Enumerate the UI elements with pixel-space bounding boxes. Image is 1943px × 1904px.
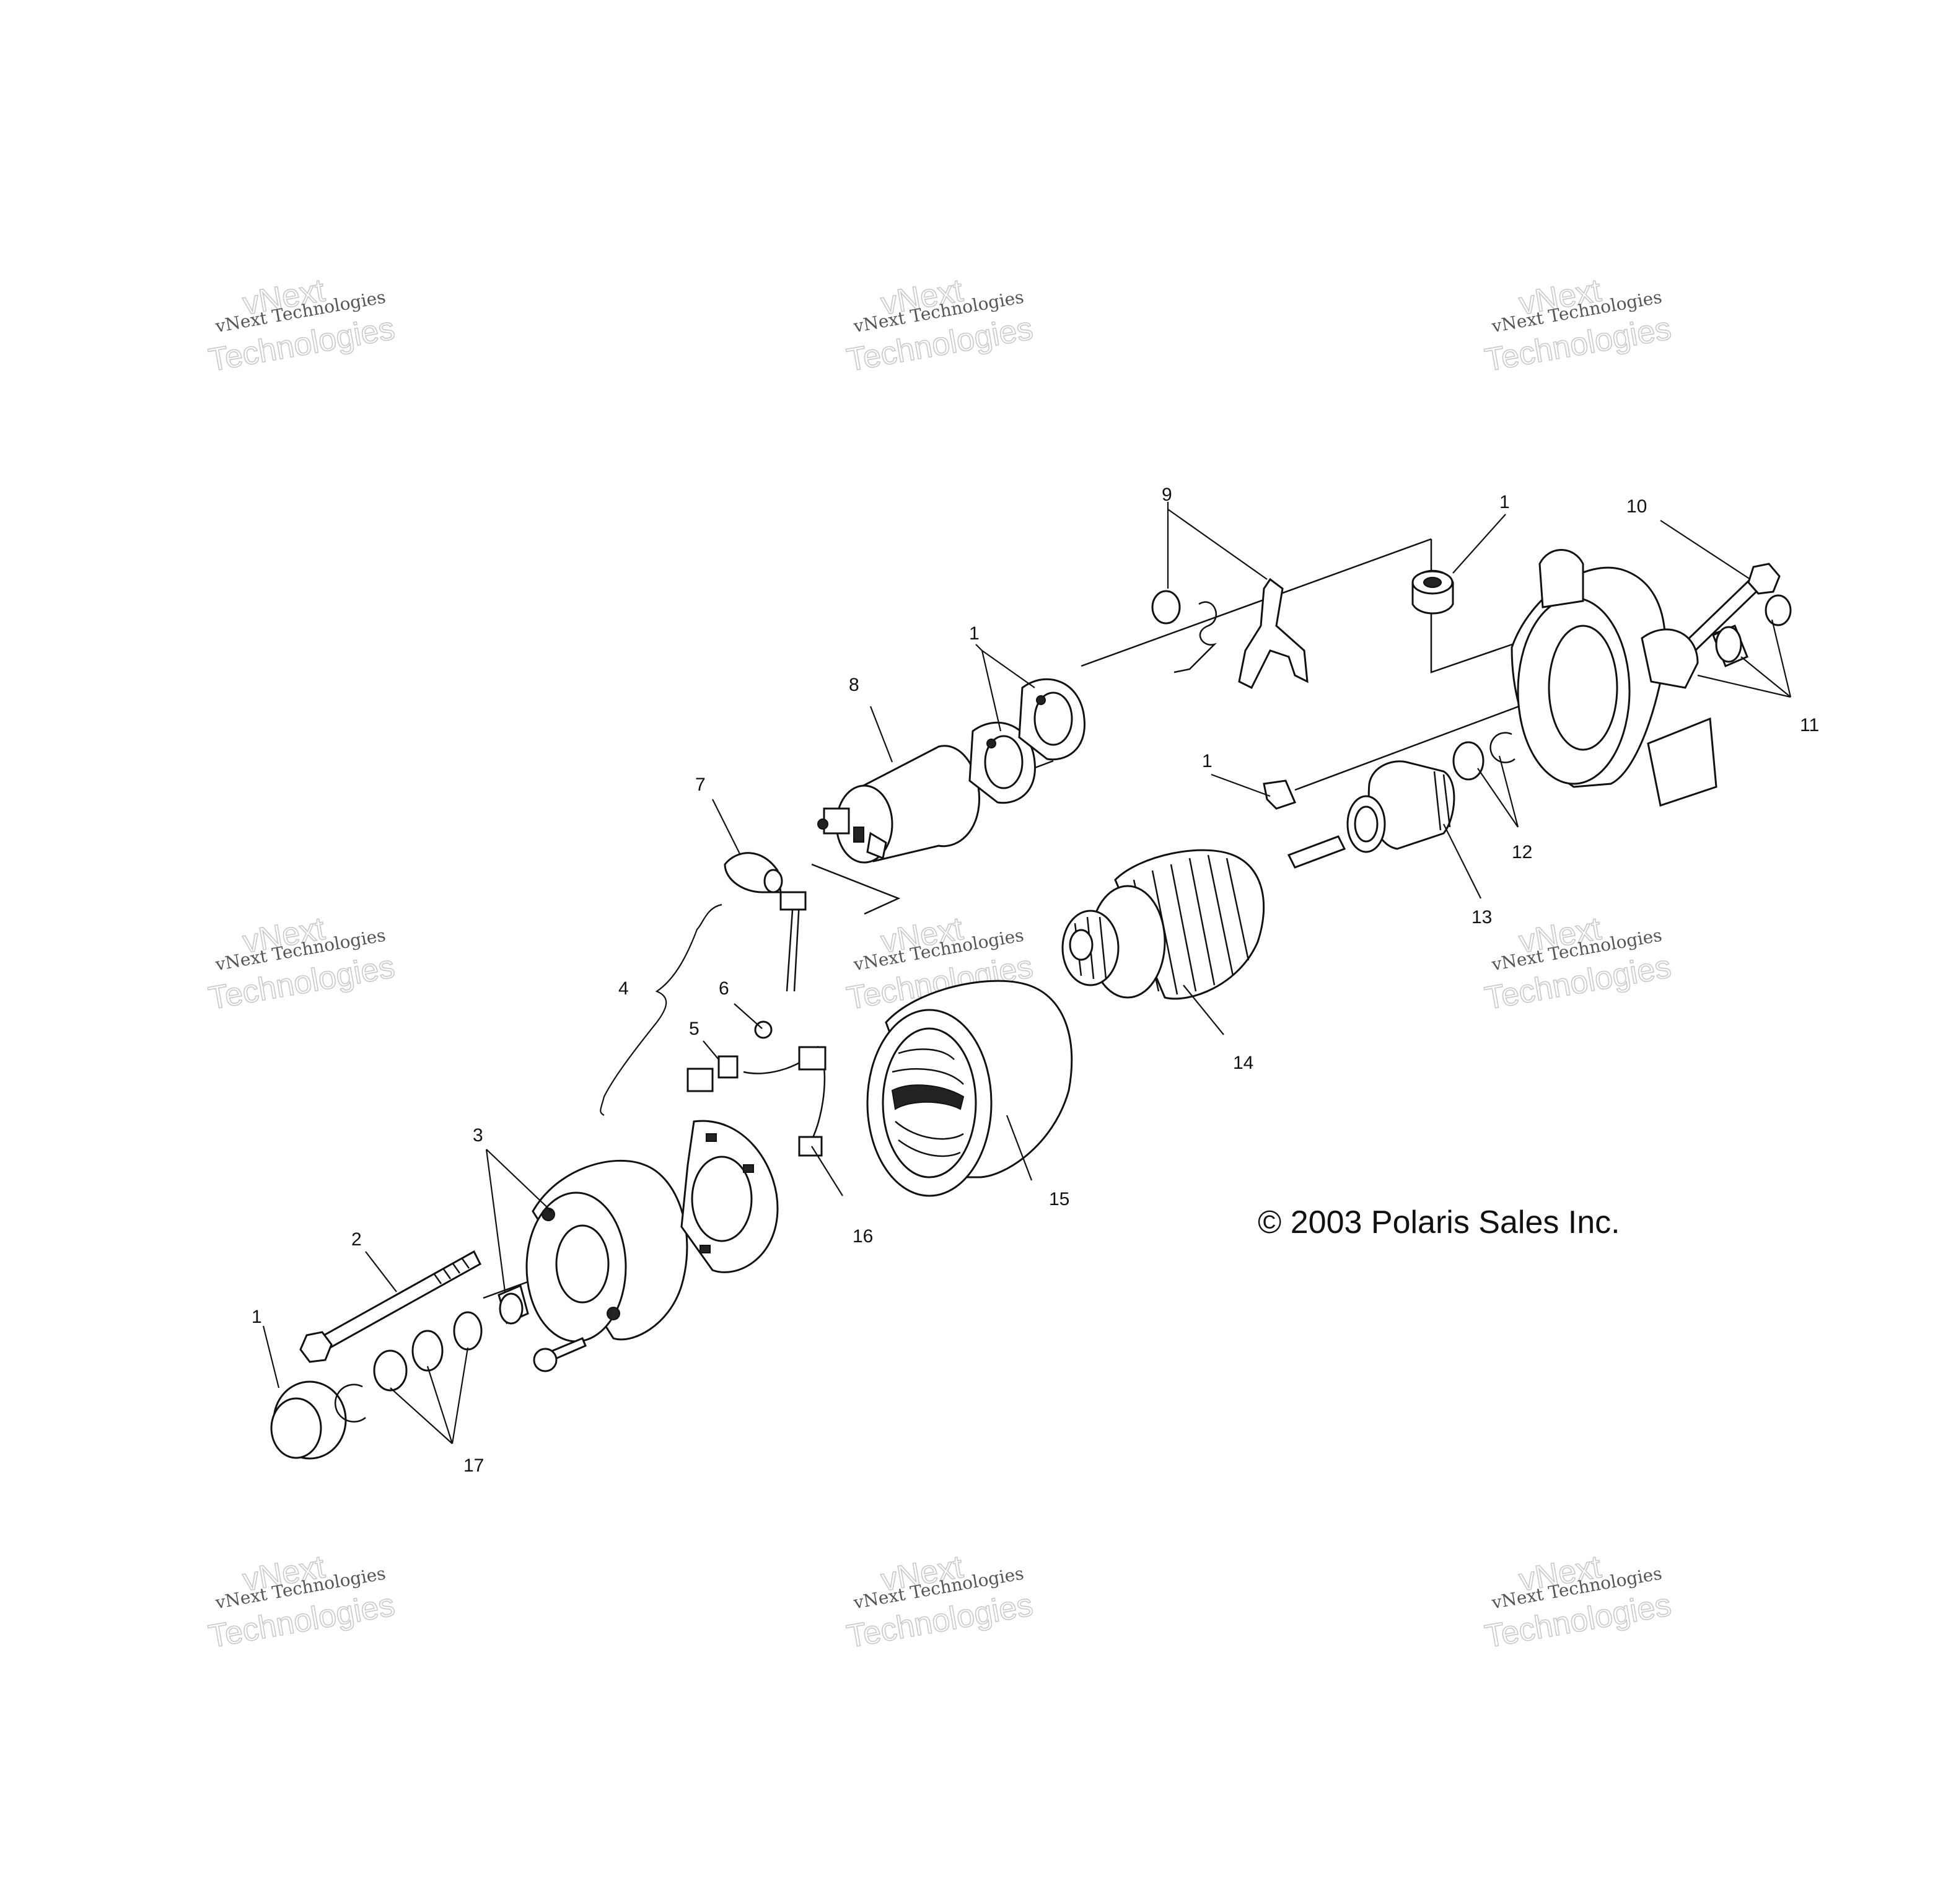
watermark: vNext vNext Technologies Technologies: [206, 272, 398, 379]
frame-screw: [533, 1337, 587, 1372]
e-clip: [334, 1384, 366, 1423]
brush-holder-plate: [680, 1120, 779, 1273]
housing-bushing: [1712, 625, 1748, 667]
terminal-boot: [724, 852, 783, 893]
callout-17: 17: [463, 1455, 484, 1476]
return-springs: [1151, 590, 1217, 673]
armature: [1061, 835, 1346, 1000]
watermark: vNext vNext Technologies Technologies: [206, 910, 398, 1017]
dust-cap: [270, 1380, 347, 1460]
callout-8: 8: [849, 675, 859, 695]
bushing: [498, 1284, 529, 1325]
watermark: vNext vNext Technologies Technologies: [1482, 1548, 1675, 1656]
callout-9: 9: [1162, 485, 1172, 505]
solenoid-gaskets: [968, 678, 1086, 804]
end-frame: [525, 1159, 688, 1343]
retaining-plate: [1263, 779, 1297, 810]
shift-fork: [1238, 577, 1309, 690]
callout-1-grommet: 1: [1499, 492, 1510, 512]
callout-5: 5: [689, 1019, 700, 1039]
callout-1-gasket: 1: [969, 623, 980, 644]
solenoid-axis-line: [1081, 538, 1432, 667]
watermark: vNext vNext Technologies Technologies: [844, 272, 1037, 379]
callout-3: 3: [473, 1125, 483, 1146]
watermark: vNext vNext Technologies Technologies: [1482, 910, 1675, 1017]
callout-labels: 9 1 10 1 8 7 11 1 12 13 4 6 5 14 3 15 16…: [252, 485, 1819, 1476]
watermark: vNext vNext Technologies Technologies: [844, 1548, 1037, 1656]
stop-collar: [1452, 741, 1485, 781]
callout-2: 2: [351, 1229, 362, 1250]
pinion-clutch: [1346, 760, 1455, 853]
callout-10: 10: [1626, 496, 1647, 517]
callout-14: 14: [1233, 1053, 1253, 1073]
snap-ring: [1489, 732, 1515, 763]
callout-4: 4: [618, 978, 629, 999]
washer-set: [373, 1311, 483, 1392]
housing-seal: [1765, 594, 1792, 626]
assembly-bracket-4: [600, 903, 722, 1116]
callout-6: 6: [719, 978, 729, 999]
copyright-notice: © 2003 Polaris Sales Inc.: [1258, 1204, 1620, 1240]
callout-15: 15: [1049, 1189, 1069, 1209]
through-bolt: [299, 1250, 481, 1363]
callout-11: 11: [1800, 715, 1819, 735]
watermark: vNext vNext Technologies Technologies: [1482, 272, 1675, 379]
grommet: [1411, 569, 1454, 615]
watermark-grid: vNext vNext Technologies Technologies vN…: [206, 272, 1675, 1656]
watermark: vNext vNext Technologies Technologies: [206, 1548, 398, 1656]
callout-7: 7: [695, 774, 706, 795]
leader-lines: [262, 502, 1792, 1444]
callout-16: 16: [853, 1226, 873, 1247]
drive-end-housing: [1511, 549, 1717, 807]
terminal-lead-line: [811, 863, 901, 915]
callout-13: 13: [1472, 907, 1492, 928]
callout-1-cap: 1: [252, 1307, 262, 1327]
solenoid: [817, 745, 989, 864]
field-frame: [866, 980, 1073, 1197]
callout-1-plate: 1: [1202, 751, 1213, 771]
callout-12: 12: [1512, 842, 1532, 862]
brush-leads: [686, 891, 827, 1157]
